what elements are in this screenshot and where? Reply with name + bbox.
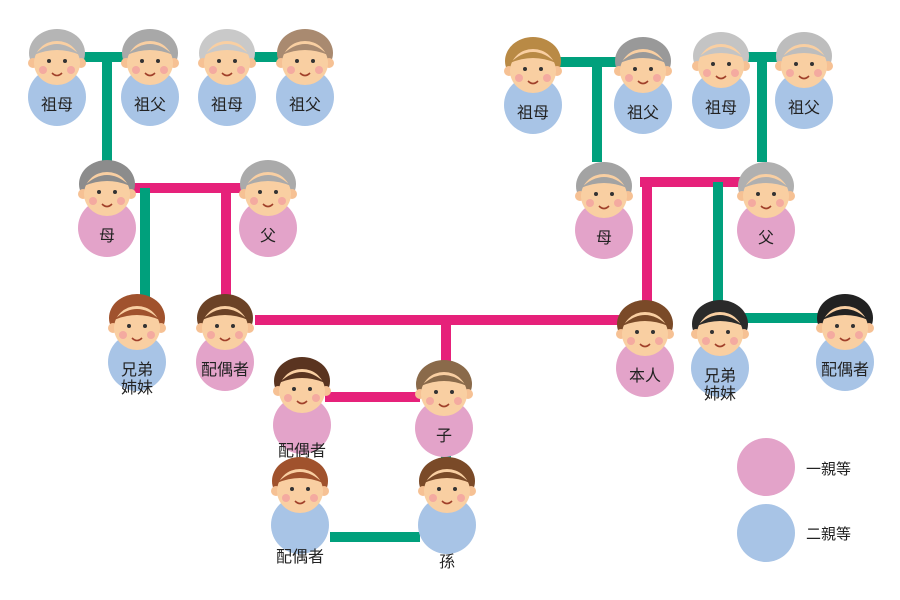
legend-second-degree-label: 二親等 — [806, 525, 852, 543]
person-label: 配偶者 — [275, 547, 324, 566]
person-label: 祖母 — [704, 98, 737, 117]
person-node — [271, 496, 329, 554]
person-label: 祖母 — [516, 103, 549, 122]
person-label: 母 — [98, 226, 115, 245]
person-label: 孫 — [438, 552, 455, 571]
person-label: 本人 — [628, 366, 661, 385]
legend-first-degree-swatch — [737, 438, 795, 496]
person-label: 母 — [595, 228, 612, 247]
person-label: 父 — [259, 226, 276, 245]
legend-second-degree-swatch — [737, 504, 795, 562]
person-label: 祖母 — [40, 95, 73, 114]
person-label: 祖母 — [210, 95, 243, 114]
person-label: 祖父 — [288, 95, 321, 114]
person-label: 配偶者 — [277, 441, 326, 460]
person-node — [418, 496, 476, 554]
person-label: 配偶者 — [820, 360, 869, 379]
person-label: 兄弟 姉妹 — [120, 360, 153, 397]
person-label: 父 — [757, 228, 774, 247]
legend-first-degree-label: 一親等 — [806, 460, 852, 478]
person-label: 祖父 — [626, 103, 659, 122]
person-label: 子 — [435, 426, 452, 445]
person-label: 兄弟 姉妹 — [703, 366, 736, 403]
person-label: 配偶者 — [200, 360, 249, 379]
person-label: 祖父 — [133, 95, 166, 114]
person-label: 祖父 — [787, 98, 820, 117]
